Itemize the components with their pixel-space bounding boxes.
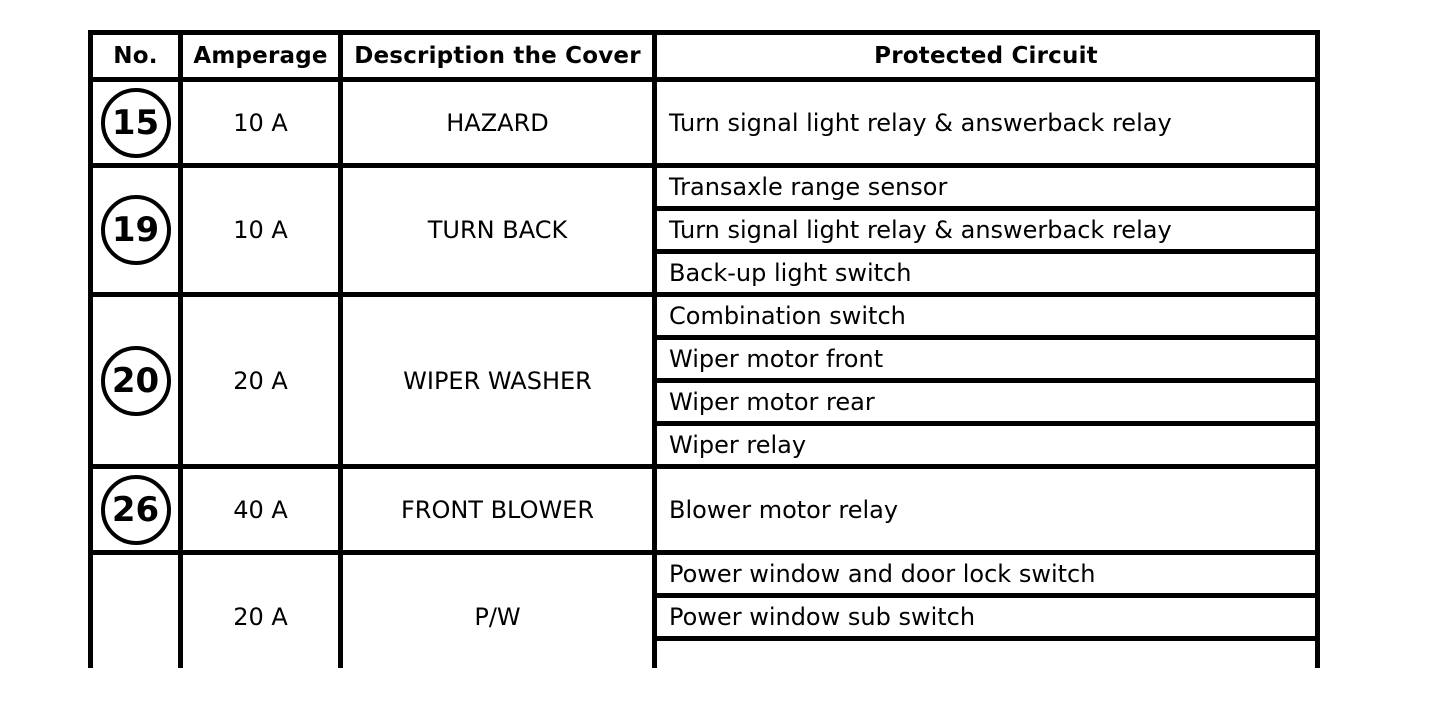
table-row: 19 10 A TURN BACK Transaxle range sensor… xyxy=(93,168,1315,297)
table-body: 15 10 A HAZARD Turn signal light relay &… xyxy=(93,82,1315,668)
protected-circuits-cell: Blower motor relay xyxy=(657,469,1315,550)
description-cell: FRONT BLOWER xyxy=(343,469,657,550)
fuse-number-cell xyxy=(93,555,183,668)
fuse-box-table: No. Amperage Description the Cover Prote… xyxy=(88,30,1320,668)
fuse-number-cell: 15 xyxy=(93,82,183,163)
fuse-number-circle: 26 xyxy=(100,474,171,545)
header-description: Description the Cover xyxy=(343,35,657,77)
fuse-number-circle: 15 xyxy=(100,87,171,158)
table-row: 20 A P/W Power window and door lock swit… xyxy=(93,555,1315,668)
protected-circuits-cell: Turn signal light relay & answerback rel… xyxy=(657,82,1315,163)
fuse-number: 15 xyxy=(111,102,160,143)
fuse-number-cell: 26 xyxy=(93,469,183,550)
amperage-cell: 40 A xyxy=(183,469,343,550)
protected-circuit-item: Transaxle range sensor xyxy=(657,168,1315,211)
protected-circuit-item: Power window sub switch xyxy=(657,598,1315,641)
protected-circuit-item: Back-up light switch xyxy=(669,259,912,287)
header-amperage: Amperage xyxy=(183,35,343,77)
table-header-row: No. Amperage Description the Cover Prote… xyxy=(93,35,1315,82)
protected-circuit-item: Wiper motor rear xyxy=(657,383,1315,426)
protected-circuit-item: Wiper relay xyxy=(669,431,807,459)
fuse-number-circle: 20 xyxy=(100,345,171,416)
protected-circuit-item: Power window and door lock switch xyxy=(657,555,1315,598)
protected-circuit-item: Turn signal light relay & answerback rel… xyxy=(669,108,1172,137)
protected-circuit-item: Blower motor relay xyxy=(669,495,899,524)
amperage-cell: 10 A xyxy=(183,168,343,292)
protected-circuit-item: Combination switch xyxy=(657,297,1315,340)
protected-circuit-item: Wiper motor front xyxy=(657,340,1315,383)
amperage-cell: 10 A xyxy=(183,82,343,163)
description-cell: WIPER WASHER xyxy=(343,297,657,464)
fuse-number-cell: 20 xyxy=(93,297,183,464)
fuse-number-circle: 19 xyxy=(100,195,171,265)
fuse-number-cell: 19 xyxy=(93,168,183,292)
description-cell: HAZARD xyxy=(343,82,657,163)
description-cell: P/W xyxy=(343,555,657,668)
protected-circuit-item: Turn signal light relay & answerback rel… xyxy=(657,211,1315,254)
header-protected-circuit: Protected Circuit xyxy=(874,43,1098,69)
protected-circuit-item xyxy=(657,641,1315,668)
description-cell: TURN BACK xyxy=(343,168,657,292)
amperage-cell: 20 A xyxy=(183,555,343,668)
fuse-number: 19 xyxy=(111,210,160,250)
table-row: 26 40 A FRONT BLOWER Blower motor relay xyxy=(93,469,1315,555)
fuse-number: 20 xyxy=(111,360,160,401)
header-no: No. xyxy=(93,35,183,77)
table-row: 15 10 A HAZARD Turn signal light relay &… xyxy=(93,82,1315,168)
amperage-cell: 20 A xyxy=(183,297,343,464)
fuse-number: 26 xyxy=(111,489,160,530)
